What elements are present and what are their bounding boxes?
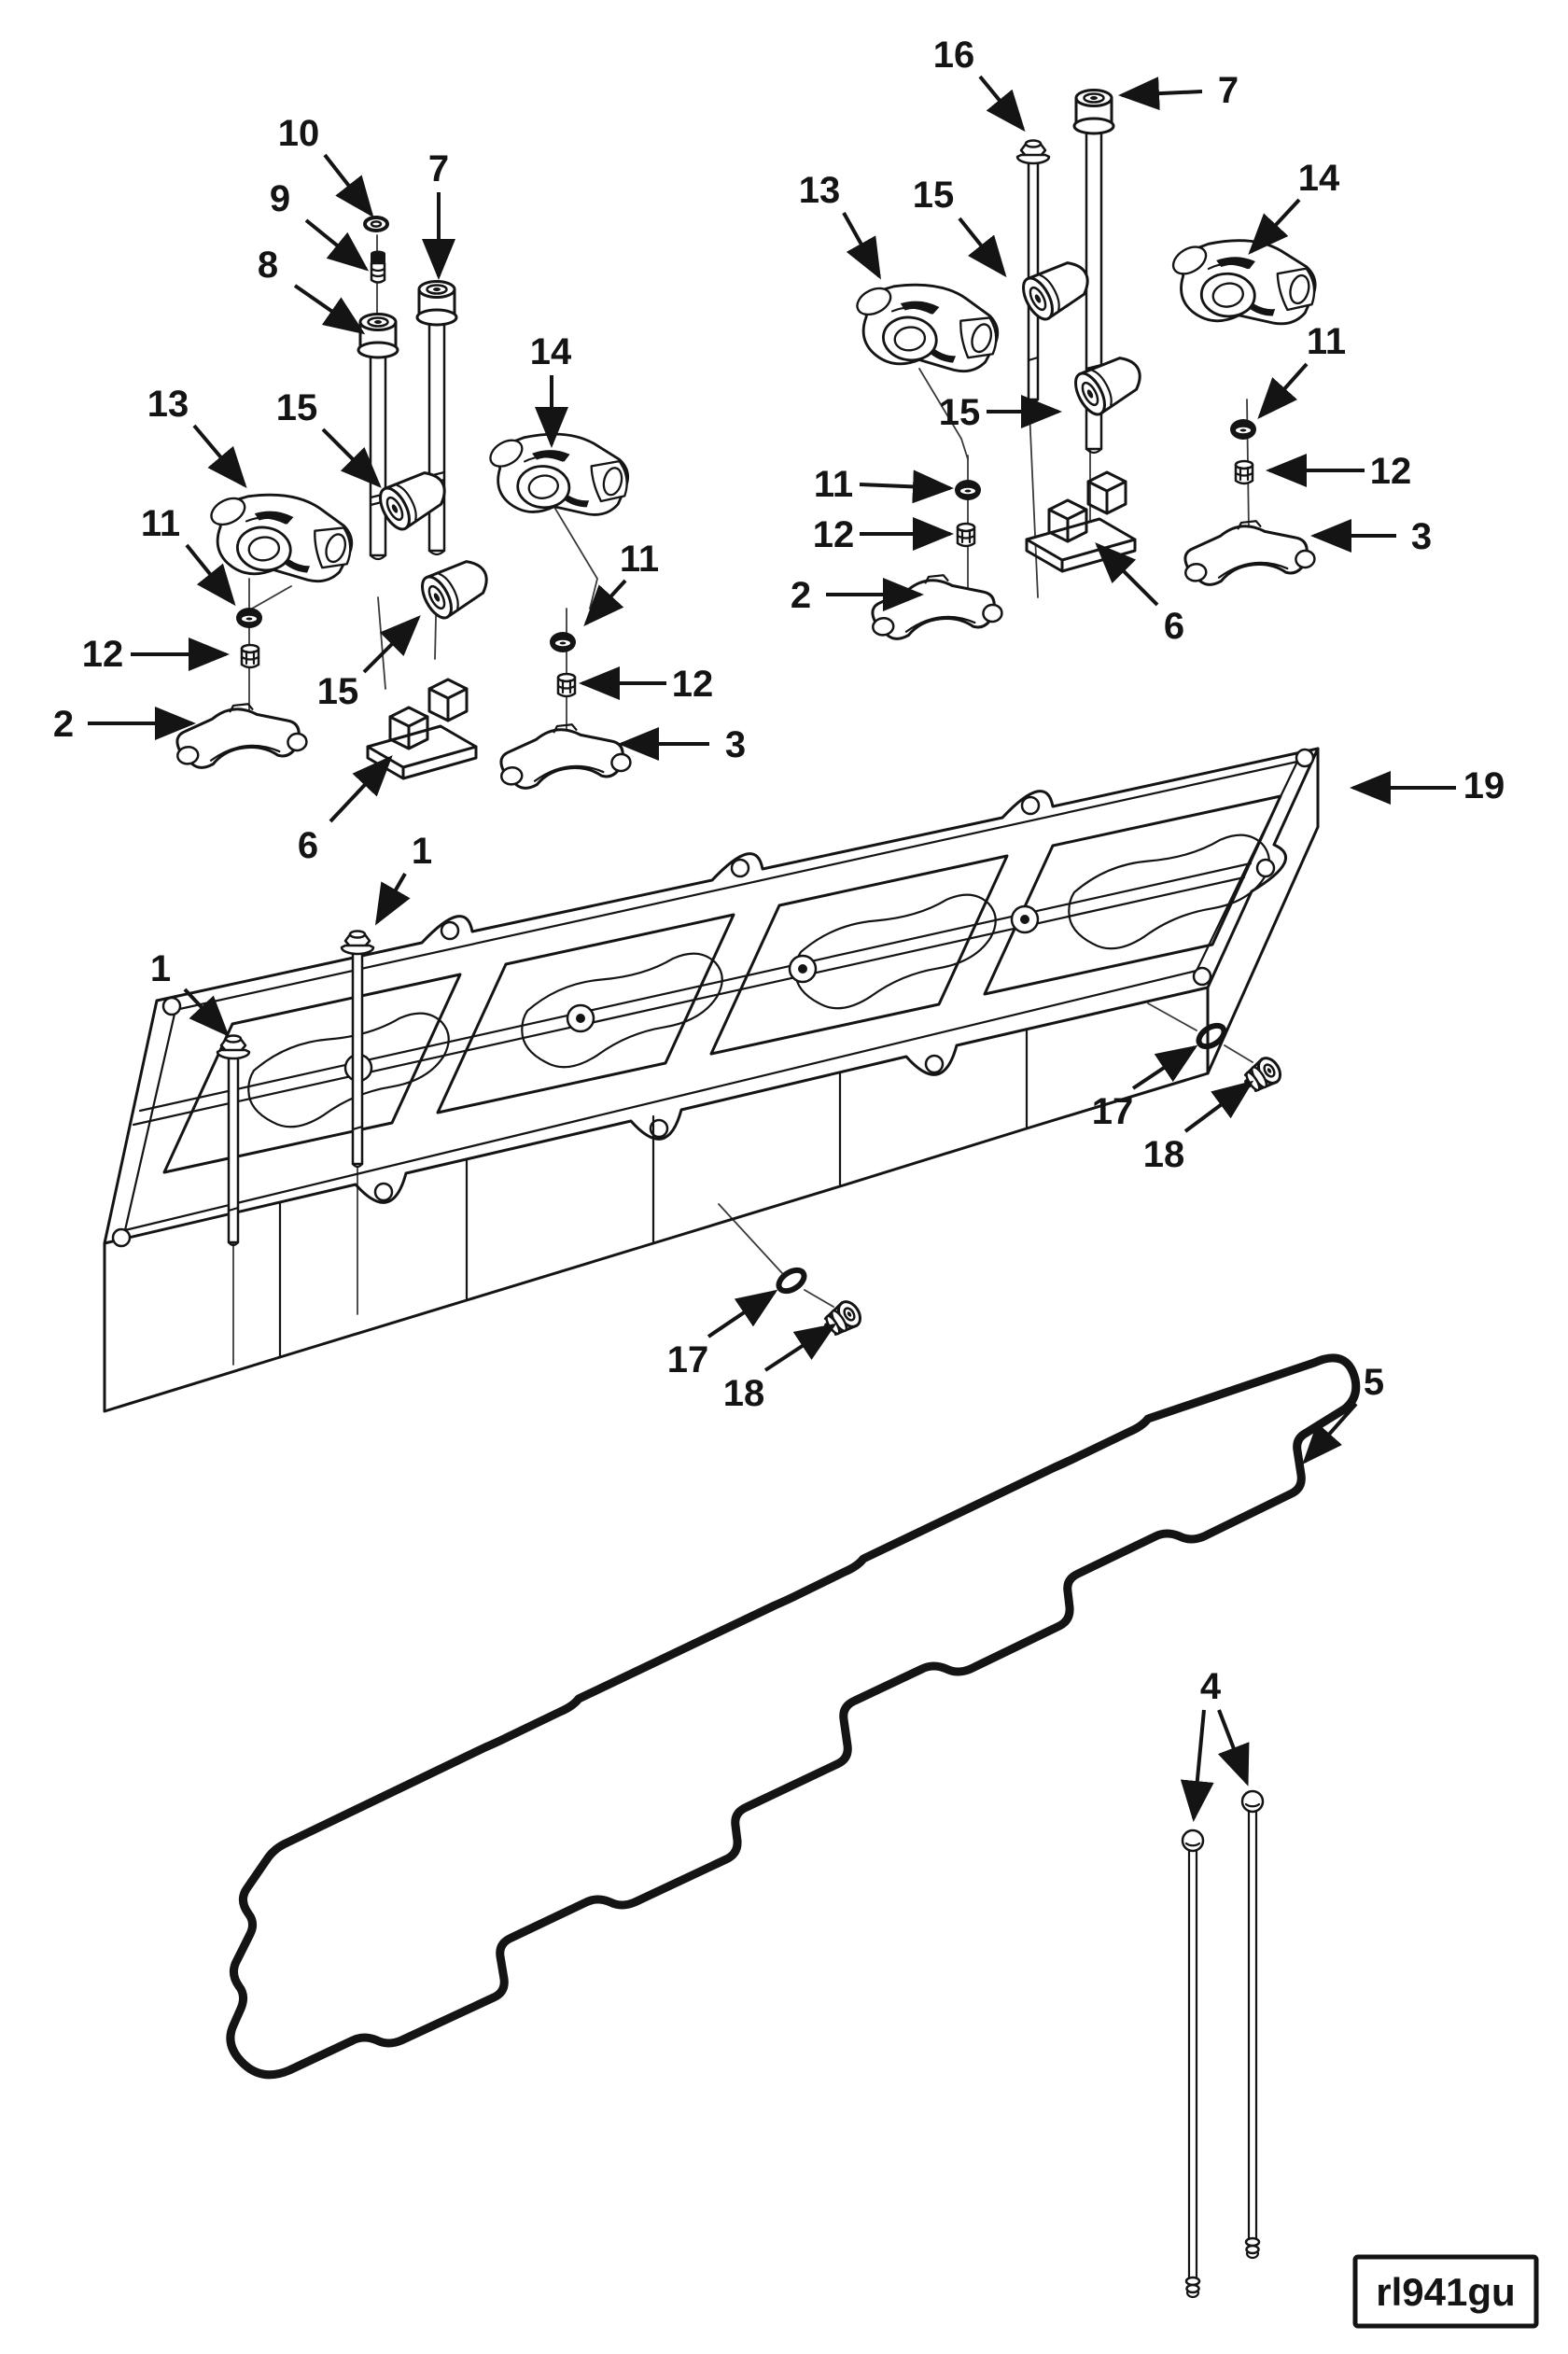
callout-12-label: 12 [1370,451,1412,492]
callout-6-label: 6 [298,825,318,866]
part-2-crosshead [171,696,310,772]
callout-11-label: 11 [620,539,659,580]
callout-11-label: 11 [141,503,180,544]
callout-1-arrow [183,988,230,1037]
part-12-nut [1234,459,1254,485]
callout-11-arrow [185,543,236,607]
callout-12-label: 12 [82,634,124,675]
callout-2-label: 2 [53,704,74,745]
callout-15-arrow [321,427,382,488]
part-12-nut [240,643,260,669]
callout-7-label: 7 [428,148,449,189]
flange-bolt-holes [111,748,1315,1248]
callout-13-label: 13 [147,384,189,425]
callout-15-label: 15 [317,671,359,712]
part-2-crosshead [866,567,1005,643]
callout-17-label: 17 [667,1339,709,1380]
part-4-pushrod [1240,1789,1265,2260]
callout-16-arrow [978,75,1026,133]
callout-1-arrow [375,873,411,926]
part-18-plug [1237,1052,1286,1099]
left-rocker-group [171,216,634,792]
callout-15-label: 15 [276,387,318,428]
callout-4-label: 4 [1200,1666,1222,1707]
callout-7-arrow [1118,77,1203,111]
part-6-bracket [1025,470,1137,573]
callout-11-label: 11 [814,464,853,505]
callout-9-arrow [304,218,370,272]
callout-6-label: 6 [1164,606,1184,647]
part-5-valve-cover-gasket [226,1353,1361,2080]
part-14-rocker-arm [1163,233,1320,329]
part-11-ball [1230,419,1256,440]
callout-17-label: 17 [1092,1091,1134,1132]
part-11-ball [550,632,576,652]
callout-5-arrow [1302,1402,1358,1464]
callout-14-label: 14 [530,331,572,372]
callout-7-label: 7 [1218,70,1239,111]
part-18-plug [817,1296,866,1342]
part-13-rocker-arm [843,273,1005,379]
callout-2-label: 2 [791,575,811,616]
part-13-rocker-arm [197,483,359,589]
part-11-ball [236,608,262,628]
callout-15-label: 15 [939,392,981,433]
callout-15-label: 15 [913,175,955,216]
callout-11-arrow [583,579,627,626]
part-3-crosshead [1179,513,1318,589]
callout-18-label: 18 [1143,1134,1185,1175]
part-1-bolts [216,930,375,1247]
part-10-washer [363,216,389,232]
callout-13-arrow [842,212,881,280]
callout-17-arrow [1131,1044,1198,1090]
figure-code-label: rl941gu [1376,2270,1515,2314]
callout-1-label: 1 [412,831,432,872]
callout-18-label: 18 [723,1373,765,1414]
part-15-roller [1068,347,1150,421]
callout-10-label: 10 [278,113,320,154]
callout-5-label: 5 [1364,1362,1384,1403]
part-12-nut [956,522,976,548]
callout-14-arrow [1248,198,1301,255]
callout-13-arrow [192,424,247,489]
right-rocker-group [843,89,1320,643]
part-19-rocker-housing [103,747,1320,1413]
part-9-adjusting-screw [369,249,387,284]
part-11-ball [955,480,981,500]
part-15-roller [414,551,497,624]
callout-3-label: 3 [725,724,746,765]
callout-9-label: 9 [270,178,290,219]
callout-10-arrow [323,153,374,218]
part-14-rocker-arm [480,427,632,520]
part-12-nut [556,672,577,698]
callout-18-arrow [763,1323,837,1372]
callout-8-label: 8 [258,245,278,286]
callout-15-arrow [958,217,1007,278]
callout-13-label: 13 [799,170,841,211]
callout-18-arrow [1183,1080,1254,1133]
callout-12-label: 12 [672,664,714,705]
callout-4-arrow [1217,1709,1250,1787]
callout-11-arrow [1257,362,1309,419]
callout-16-label: 16 [933,35,975,76]
callout-6-arrow [329,755,393,823]
part-3-crosshead [495,717,634,792]
callout-6-arrow [1095,542,1159,607]
callout-4-arrow [1180,1709,1214,1822]
callout-1-label: 1 [150,948,171,989]
callout-19-label: 19 [1463,765,1505,806]
part-17-oring [1196,1021,1228,1050]
callout-12-label: 12 [813,514,855,555]
figure-code-box: rl941gu [1352,2254,1539,2329]
callout-8-arrow [293,284,366,335]
callout-11-label: 11 [1307,321,1346,362]
callout-17-arrow [707,1289,778,1338]
part-4-pushrod [1181,1829,1205,2299]
callout-3-label: 3 [1411,516,1432,557]
callout-15-arrow [362,615,421,674]
callout-14-label: 14 [1298,158,1340,199]
callout-11-arrow [859,469,954,504]
